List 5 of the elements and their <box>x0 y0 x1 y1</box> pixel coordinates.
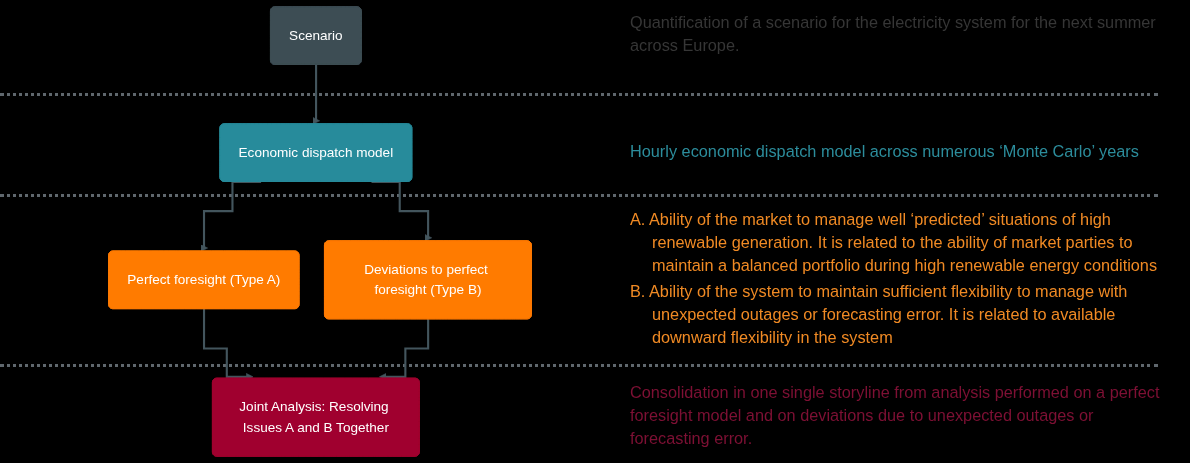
arrow <box>312 63 320 125</box>
list-item: A. Ability of the market to manage well ‘predicted’ situations of high renewable generation. It is related to the ability of market parties to maintain a balanced portfolio during high renewable energy conditions <box>630 208 1159 276</box>
description-text: Hourly economic dispatch model across numerous ‘Monte Carlo’ years <box>630 140 1140 162</box>
list-item: B. Ability of the system to maintain sufficient flexibility to manage with unexpected outages or forecasting error. It is related to available downward flexibility in the system <box>630 280 1129 348</box>
description-text: Consolidation in one single storyline from analysis performed on a perfect foresight model and on deviations due to unexpected outages or forecasting error. <box>630 382 1161 450</box>
